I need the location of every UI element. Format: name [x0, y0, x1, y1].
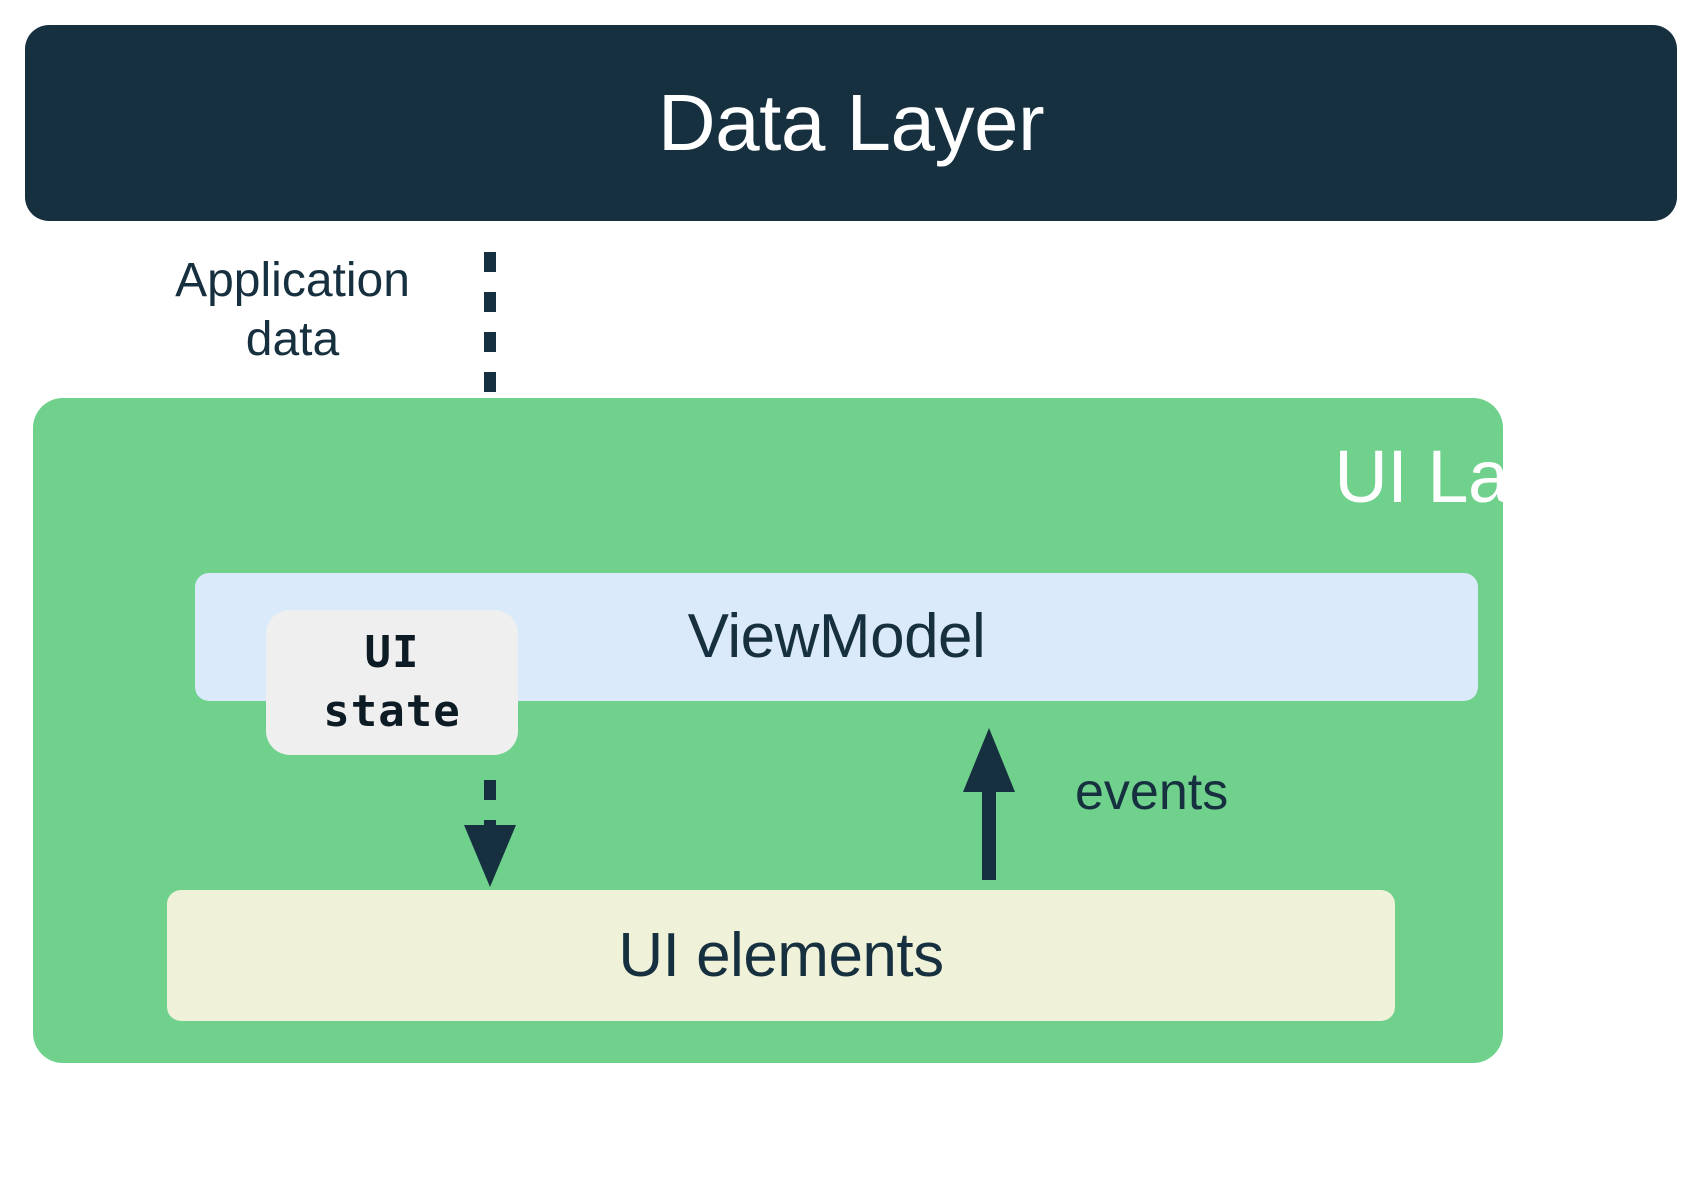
ui-state-label-line2: state: [323, 685, 461, 737]
ui-elements-box: UI elements: [167, 890, 1395, 1021]
application-data-label: Application data: [120, 252, 465, 369]
application-data-label-line1: Application: [175, 254, 410, 307]
ui-elements-label: UI elements: [618, 920, 944, 990]
ui-state-chip: UI state: [266, 610, 518, 755]
ui-state-arrowhead-icon: [464, 825, 516, 887]
viewmodel-label: ViewModel: [687, 602, 986, 671]
ui-state-dotted-line: [484, 780, 496, 830]
events-arrow-shaft: [982, 790, 996, 880]
data-layer-box: Data Layer: [25, 25, 1677, 221]
ui-layer-title: UI Layer: [1334, 435, 1610, 518]
ui-state-label-line1: UI: [364, 627, 420, 679]
application-data-label-line2: data: [245, 312, 340, 366]
events-arrowhead-icon: [963, 728, 1015, 792]
data-layer-title: Data Layer: [657, 78, 1045, 167]
events-label: events: [1075, 763, 1229, 821]
